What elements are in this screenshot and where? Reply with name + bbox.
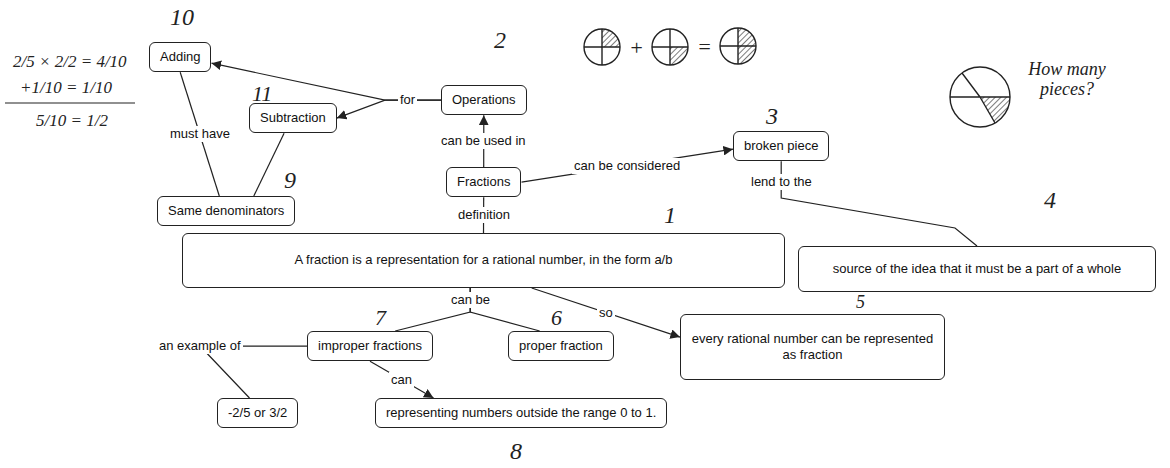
edge-label: can be considered (572, 158, 682, 174)
circle-divider (950, 73, 1010, 123)
edge-label: definition (456, 207, 512, 223)
concept-box: broken piece (733, 131, 829, 161)
edge-label: can be used in (439, 133, 528, 149)
callout-number: 11 (252, 82, 272, 106)
fraction-circle (720, 28, 756, 64)
callout-number: 6 (551, 306, 562, 330)
concept-text: source of the idea that it must be a par… (809, 261, 1145, 277)
fraction-circle (652, 29, 688, 65)
fraction-circle (584, 29, 620, 65)
concept-text: -2/5 or 3/2 (228, 405, 287, 421)
edge-label: can be (449, 292, 492, 308)
edge-label: an example of (157, 338, 243, 354)
concept-text: every rational number can be represented… (691, 331, 934, 364)
connector (200, 346, 307, 398)
concept-box: Fractions (446, 167, 521, 197)
callout-number: 2 (494, 27, 506, 53)
connector (337, 100, 441, 118)
concept-text: proper fraction (519, 338, 603, 354)
shaded-piece (980, 97, 1010, 123)
sum-rule (5, 102, 135, 103)
callout-number: 1 (664, 202, 676, 228)
concept-text: Same denominators (168, 203, 284, 219)
concept-text: A fraction is a representation for a rat… (193, 252, 774, 268)
concept-text: Adding (160, 49, 200, 65)
callout-number: 5 (856, 293, 865, 313)
concept-box: Adding (149, 42, 211, 72)
concept-box: improper fractions (307, 331, 433, 361)
concept-box: -2/5 or 3/2 (217, 398, 298, 428)
concept-box: Subtraction (249, 103, 337, 133)
circle-divider (584, 29, 620, 65)
concept-box: every rational number can be represented… (680, 314, 945, 380)
concept-text: Fractions (457, 174, 510, 190)
handwritten-note: 5/10 = 1/2 (36, 112, 108, 131)
edge-label: must have (168, 126, 232, 142)
connector (532, 288, 680, 337)
concept-box: representing numbers outside the range 0… (375, 398, 667, 428)
circle-divider (720, 28, 756, 64)
concept-text: Operations (452, 92, 516, 108)
concept-text: representing numbers outside the range 0… (386, 405, 656, 421)
callout-number: 9 (284, 167, 296, 193)
edge-label: for (398, 92, 417, 108)
callout-number: 8 (510, 438, 522, 464)
concept-text: Subtraction (260, 110, 326, 126)
circle-divider (652, 29, 688, 65)
handwritten-note: = (697, 35, 712, 59)
fraction-circle (950, 67, 1010, 127)
callout-number: 4 (1044, 187, 1056, 213)
connector (522, 149, 734, 182)
handwritten-note: + (629, 36, 644, 60)
handwritten-note: +1/10 = 1/10 (20, 79, 112, 98)
edge-label: can (389, 372, 414, 388)
fraction-circles (584, 28, 1010, 127)
concept-box: source of the idea that it must be a par… (798, 246, 1156, 292)
callout-number: 10 (170, 4, 194, 30)
connector (370, 361, 434, 398)
concept-box: proper fraction (508, 331, 614, 361)
concept-box: A fraction is a representation for a rat… (182, 233, 785, 288)
callout-number: 3 (766, 103, 778, 129)
concept-box: Same denominators (157, 196, 295, 226)
connector (254, 133, 284, 196)
handwritten-note: How many pieces? (1012, 60, 1122, 100)
callout-number: 7 (375, 306, 386, 330)
edge-label: so (597, 305, 615, 321)
concept-text: improper fractions (318, 338, 422, 354)
handwritten-note: 2/5 × 2/2 = 4/10 (13, 53, 127, 72)
concept-box: Operations (441, 85, 527, 115)
concept-text: broken piece (744, 138, 818, 154)
edge-label: lend to the (749, 174, 814, 190)
